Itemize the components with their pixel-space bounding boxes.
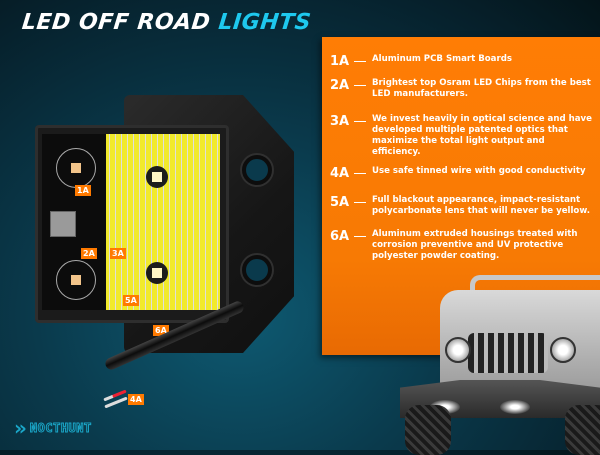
led-light-product-image: 1A 2A 3A 5A 6A bbox=[35, 95, 295, 355]
feature-code: 1A bbox=[330, 54, 350, 69]
led-ring-icon bbox=[56, 148, 96, 188]
dash-divider bbox=[354, 121, 366, 122]
page-title: LED OFF ROAD LIGHTS bbox=[21, 10, 313, 35]
feature-3a: 3A We invest heavily in optical science … bbox=[330, 114, 594, 158]
dash-divider bbox=[354, 202, 366, 203]
feature-text: Use safe tinned wire with good conductiv… bbox=[372, 166, 586, 176]
feature-code: 2A bbox=[330, 78, 350, 93]
jeep-vehicle-image bbox=[400, 275, 600, 455]
title-main: LED OFF ROAD bbox=[20, 10, 212, 35]
feature-text: Aluminum PCB Smart Boards bbox=[372, 54, 512, 64]
feature-1a: 1A Aluminum PCB Smart Boards bbox=[330, 54, 594, 69]
feature-6a: 6A Aluminum extruded housings treated wi… bbox=[330, 229, 594, 262]
bolt-hole-icon bbox=[242, 255, 272, 285]
feature-code: 3A bbox=[330, 114, 350, 129]
inductor-icon bbox=[50, 211, 76, 237]
feature-5a: 5A Full blackout appearance, impact-resi… bbox=[330, 195, 594, 217]
headlight-icon bbox=[445, 337, 471, 363]
feature-2a: 2A Brightest top Osram LED Chips from th… bbox=[330, 78, 594, 100]
tire-icon bbox=[405, 405, 451, 455]
jeep-grille bbox=[468, 333, 548, 373]
title-accent: LIGHTS bbox=[217, 10, 313, 35]
feature-text: Full blackout appearance, impact-resista… bbox=[372, 195, 590, 216]
dash-divider bbox=[354, 173, 366, 174]
dash-divider bbox=[354, 85, 366, 86]
feature-text: Aluminum extruded housings treated with … bbox=[372, 229, 578, 261]
feature-text: We invest heavily in optical science and… bbox=[372, 114, 592, 157]
label-6a: 6A bbox=[153, 325, 169, 336]
dash-divider bbox=[354, 236, 366, 237]
label-2a: 2A bbox=[81, 248, 97, 259]
pcb-board bbox=[42, 134, 106, 310]
label-5a: 5A bbox=[123, 295, 139, 306]
brand-logo: » NOCTHUNT bbox=[14, 416, 92, 440]
feature-4a: 4A Use safe tinned wire with good conduc… bbox=[330, 166, 594, 181]
double-chevron-icon: » bbox=[14, 416, 27, 440]
feature-code: 5A bbox=[330, 195, 350, 210]
dash-divider bbox=[354, 61, 366, 62]
led-chip-icon bbox=[146, 166, 168, 188]
fog-light-icon bbox=[500, 400, 530, 414]
feature-code: 6A bbox=[330, 229, 350, 244]
label-1a: 1A bbox=[75, 185, 91, 196]
bolt-hole-icon bbox=[242, 155, 272, 185]
led-ring-icon bbox=[56, 260, 96, 300]
tire-icon bbox=[565, 405, 600, 455]
label-3a: 3A bbox=[110, 248, 126, 259]
light-housing bbox=[35, 125, 229, 323]
led-chip-icon bbox=[146, 262, 168, 284]
features-panel: 1A Aluminum PCB Smart Boards 2A Brightes… bbox=[322, 37, 600, 355]
label-4a: 4A bbox=[128, 394, 144, 405]
optic-reflector bbox=[106, 134, 220, 310]
feature-code: 4A bbox=[330, 166, 350, 181]
feature-text: Brightest top Osram LED Chips from the b… bbox=[372, 78, 591, 99]
headlight-icon bbox=[550, 337, 576, 363]
brand-name: NOCTHUNT bbox=[29, 421, 92, 436]
